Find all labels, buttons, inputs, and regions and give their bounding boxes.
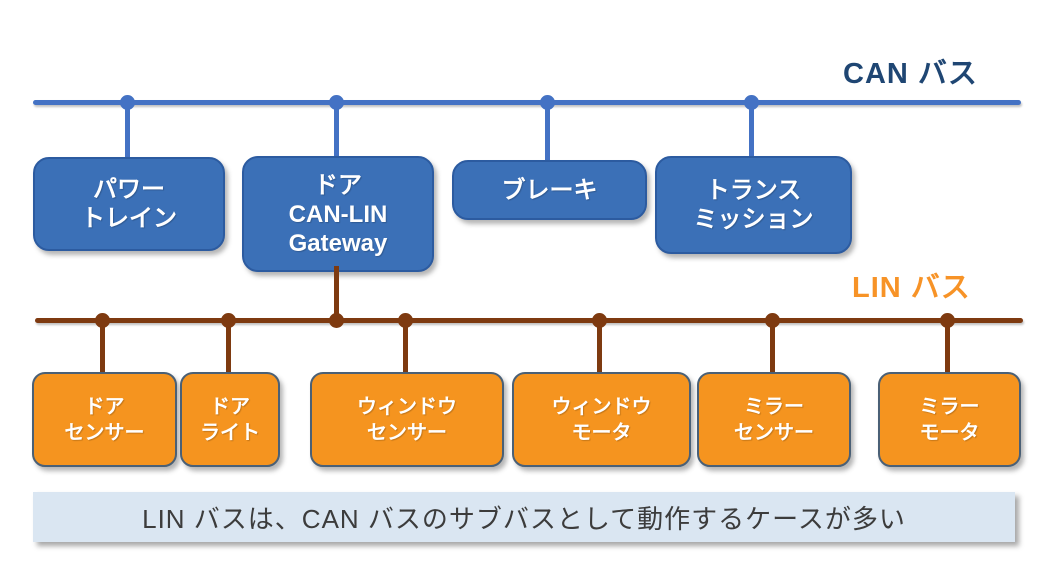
- node-label-line: モータ: [919, 421, 980, 444]
- can-junction-dot: [540, 95, 555, 110]
- node-label-line: ミラー: [744, 395, 804, 418]
- lin-junction-dot: [765, 313, 780, 328]
- node-label-line: センサー: [367, 421, 447, 444]
- node-label-line: Gateway: [288, 229, 388, 257]
- can-node-transmission: トランス ミッション: [655, 156, 852, 254]
- node-label-line: センサー: [734, 421, 814, 444]
- node-label-line: ドア: [314, 171, 362, 199]
- lin-node-mirror-sensor: ミラー センサー: [697, 372, 851, 467]
- can-drop-connector: [125, 102, 130, 159]
- lin-junction-dot: [398, 313, 413, 328]
- can-junction-dot: [329, 95, 344, 110]
- can-node-powertrain: パワー トレイン: [33, 157, 225, 251]
- lin-drop-connector: [597, 320, 602, 374]
- node-label-line: モータ: [571, 421, 632, 444]
- lin-drop-connector: [226, 320, 231, 374]
- can-bus-line: [33, 100, 1021, 105]
- lin-junction-dot: [95, 313, 110, 328]
- lin-drop-connector: [945, 320, 950, 374]
- lin-node-door-sensor: ドア センサー: [32, 372, 177, 467]
- lin-drop-connector: [100, 320, 105, 374]
- lin-node-door-light: ドア ライト: [180, 372, 280, 467]
- lin-drop-connector: [770, 320, 775, 374]
- gateway-lin-connector: [334, 266, 339, 320]
- lin-junction-dot: [592, 313, 607, 328]
- node-label-line: ブレーキ: [501, 176, 598, 204]
- node-label-line: ライト: [200, 421, 260, 444]
- lin-junction-dot: [329, 313, 344, 328]
- can-drop-connector: [749, 102, 754, 158]
- can-junction-dot: [744, 95, 759, 110]
- node-label-line: ミラー: [919, 395, 980, 418]
- lin-bus-line: [35, 318, 1023, 323]
- node-label-line: センサー: [64, 421, 145, 444]
- node-label-line: ミッション: [693, 206, 814, 233]
- can-drop-connector: [545, 102, 550, 162]
- node-label-line: ウィンドウ: [357, 395, 457, 418]
- lin-drop-connector: [403, 320, 408, 374]
- caption-banner: LIN バスは、CAN バスのサブバスとして動作するケースが多い: [33, 492, 1015, 542]
- caption-text: LIN バスは、CAN バスのサブバスとして動作するケースが多い: [142, 503, 906, 534]
- node-label-line: トレイン: [81, 205, 177, 232]
- lin-node-window-motor: ウィンドウ モータ: [512, 372, 691, 467]
- lin-junction-dot: [221, 313, 236, 328]
- node-label-line: パワー: [93, 176, 165, 203]
- lin-junction-dot: [940, 313, 955, 328]
- node-label-line: ドア: [84, 395, 125, 418]
- lin-node-mirror-motor: ミラー モータ: [878, 372, 1021, 467]
- can-bus-label: CAN バス: [843, 58, 978, 90]
- lin-bus-label: LIN バス: [852, 272, 971, 304]
- node-label-line: トランス: [705, 177, 802, 204]
- node-label-line: ウィンドウ: [551, 395, 652, 418]
- can-node-brake: ブレーキ: [452, 160, 647, 220]
- can-junction-dot: [120, 95, 135, 110]
- node-label-line: CAN-LIN: [288, 200, 388, 228]
- node-label-line: ドア: [210, 395, 250, 418]
- can-drop-connector: [334, 102, 339, 158]
- can-node-door-can-lin-gateway: ドア CAN-LIN Gateway: [242, 156, 434, 272]
- lin-node-window-sensor: ウィンドウ センサー: [310, 372, 504, 467]
